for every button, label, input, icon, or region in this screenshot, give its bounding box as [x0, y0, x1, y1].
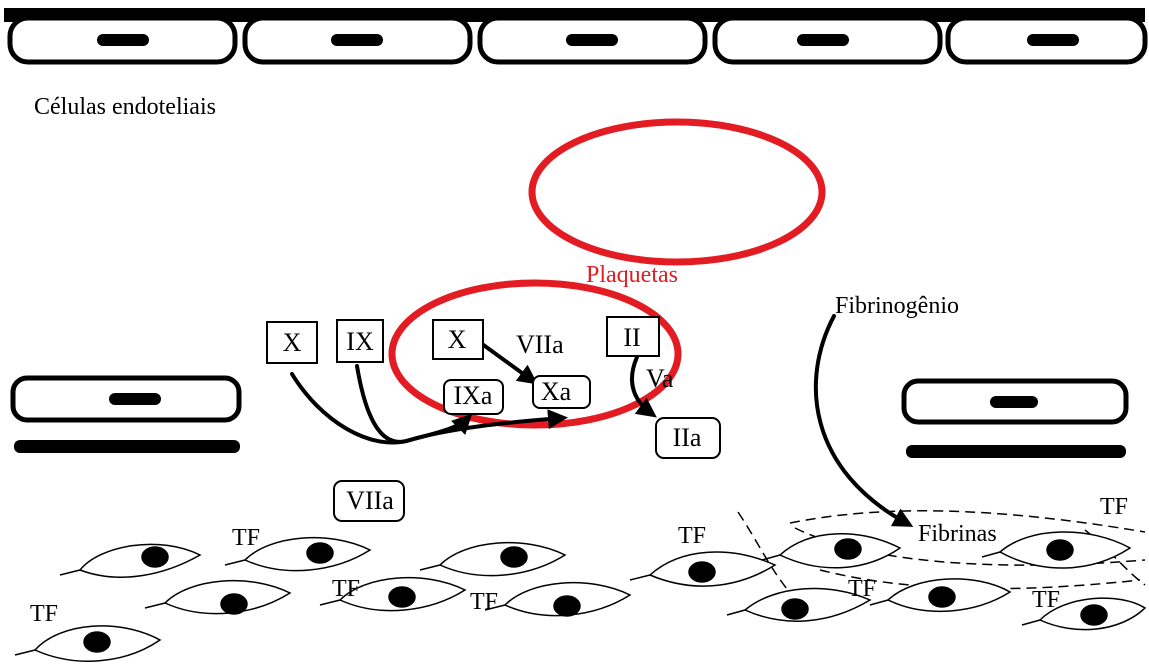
endothelial-nucleus — [331, 34, 383, 46]
factor-viia-low-box: VIIa — [334, 481, 404, 521]
factor-ixa-box: IXa — [444, 380, 503, 414]
factor-viia-low-label: VIIa — [346, 486, 394, 515]
endothelial-nucleus — [566, 34, 618, 46]
tissue-cells — [15, 532, 1145, 661]
tf-label: TF — [678, 523, 706, 549]
factor-ii-label: II — [623, 323, 640, 352]
fibrinogen-label: Fibrinogênio — [835, 293, 959, 319]
endothelial-nucleus — [109, 393, 161, 405]
tissue-cell — [60, 544, 200, 577]
wall-fragment — [906, 445, 1126, 458]
tissue-cell — [485, 583, 630, 616]
endothelial-cells-label: Células endoteliais — [34, 94, 216, 120]
endothelial-cell-layer — [4, 8, 1145, 62]
tf-label: TF — [30, 601, 58, 627]
arrow-fibrinogen-to-fibrins — [816, 316, 908, 524]
tissue-cell — [762, 534, 900, 568]
fibrins-label: Fibrinas — [918, 521, 997, 547]
factor-x-left-box: X — [267, 322, 317, 363]
factor-viia-top-label: VIIa — [516, 330, 564, 359]
factor-ix-label: IX — [346, 327, 374, 356]
factor-x-mid-label: X — [448, 325, 467, 354]
tf-label: TF — [332, 576, 360, 602]
tissue-cell — [420, 543, 565, 576]
tissue-cell — [145, 581, 290, 614]
endothelial-nucleus — [797, 34, 849, 46]
factor-xa-label: Xa — [541, 377, 572, 406]
factor-ix-box: IX — [337, 320, 383, 362]
tf-label: TF — [232, 525, 260, 551]
factor-x-left-label: X — [283, 328, 302, 357]
endothelial-nucleus — [990, 396, 1038, 408]
tissue-cell — [630, 552, 775, 586]
tissue-cell — [982, 532, 1130, 568]
wall-fragment — [14, 440, 240, 453]
factor-iia-box: IIa — [656, 418, 720, 458]
factor-iia-label: IIa — [673, 423, 702, 452]
factor-xa-box: Xa — [533, 376, 590, 408]
platelets-label: Plaquetas — [586, 262, 678, 288]
damaged-wall-left — [13, 378, 240, 453]
factor-x-mid-box: X — [433, 320, 483, 359]
tf-label: TF — [848, 576, 876, 602]
endothelial-nucleus — [1027, 34, 1079, 46]
endothelial-nucleus — [97, 34, 149, 46]
tissue-cell — [15, 626, 160, 661]
tf-label: TF — [1032, 587, 1060, 613]
damaged-wall-right — [904, 381, 1126, 458]
factor-ixa-label: IXa — [454, 381, 493, 410]
factor-va-label: Va — [646, 364, 674, 393]
factor-ii-box: II — [607, 317, 659, 356]
platelet-upper — [532, 122, 822, 262]
tf-label: TF — [470, 589, 498, 615]
tf-label: TF — [1100, 494, 1128, 520]
